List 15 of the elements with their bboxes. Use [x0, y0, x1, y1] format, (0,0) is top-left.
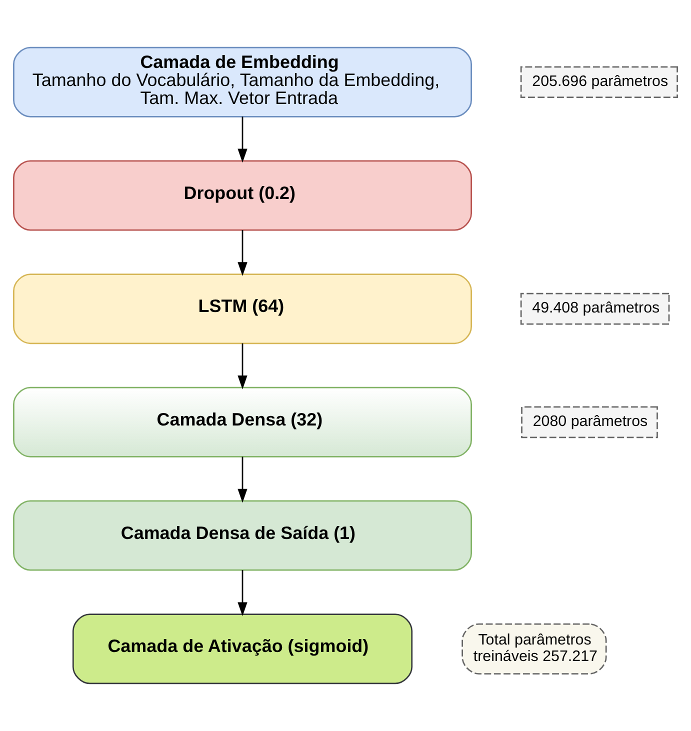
- arrow: [238, 456, 248, 503]
- node-box: LSTM (64): [13, 274, 472, 344]
- node-box: Total parâmetros treináveis 257.217: [462, 623, 607, 674]
- arrow: [238, 570, 248, 616]
- node-box: Camada Densa de Saída (1): [13, 500, 472, 571]
- arrow: [238, 343, 248, 390]
- arrow: [238, 116, 248, 163]
- arrow: [238, 230, 248, 276]
- node-box: 205.696 parâmetros: [520, 66, 678, 98]
- node-box: Camada Densa (32): [13, 386, 472, 458]
- node-box: Dropout (0.2): [13, 160, 472, 231]
- node-box: Camada de Ativação (sigmoid): [72, 614, 413, 684]
- node-box: 49.408 parâmetros: [520, 292, 670, 325]
- node-box: 2080 parâmetros: [521, 406, 658, 438]
- node-box: Camada de Embedding Tamanho do Vocabulário, Tamanho da Embedding, Tam. Max. Vetor Entrada: [13, 46, 472, 118]
